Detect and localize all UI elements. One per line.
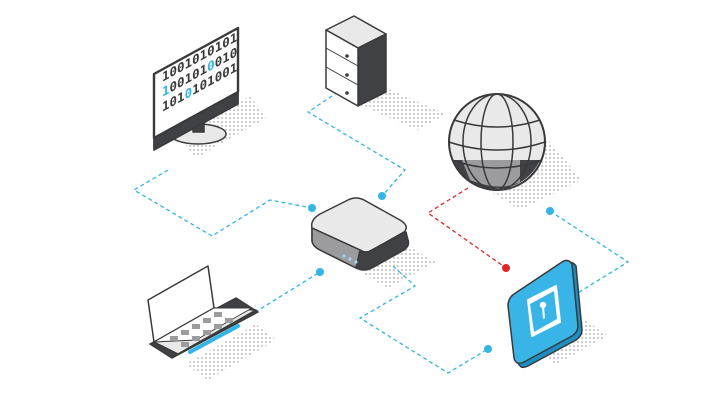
- binary-digit: 0: [230, 45, 238, 63]
- link-monitor-router: [132, 169, 313, 237]
- binary-digit: 0: [207, 58, 215, 76]
- binary-digit: 0: [170, 63, 178, 81]
- server-icon: [325, 15, 446, 130]
- laptop-icon: [147, 265, 276, 380]
- binary-digit: 0: [222, 64, 230, 82]
- link-laptop-router: [248, 271, 321, 317]
- router-icon: [310, 197, 436, 288]
- binary-digit: 0: [177, 74, 185, 92]
- link-globe-lock-red: [426, 187, 507, 269]
- binary-digit: 0: [222, 34, 230, 52]
- binary-digit: 0: [215, 54, 223, 72]
- link-node-dot: [378, 192, 386, 200]
- globe-icon: [448, 93, 582, 210]
- binary-digit: 0: [207, 43, 215, 61]
- binary-digit: 1: [200, 62, 208, 80]
- link-node-dot: [546, 207, 554, 215]
- binary-digit: 1: [222, 49, 230, 67]
- link-node-dot: [308, 204, 316, 212]
- binary-digit: 0: [192, 51, 200, 69]
- monitor-icon: 1001010101 1001010010 1010101001: [152, 26, 266, 158]
- binary-digit: 1: [185, 70, 193, 88]
- binary-digit: 0: [215, 69, 223, 87]
- binary-digit: 1: [200, 47, 208, 65]
- binary-digit: 0: [170, 93, 178, 111]
- binary-row-3: 1010101001: [162, 60, 237, 115]
- binary-digit: 0: [192, 66, 200, 84]
- link-server-router: [306, 91, 407, 197]
- binary-digit: 1: [162, 83, 170, 101]
- binary-row-1: 1001010101: [162, 30, 237, 85]
- binary-digit: 1: [230, 60, 238, 78]
- binary-digit: 1: [177, 89, 185, 107]
- link-router-lock: [358, 265, 489, 374]
- binary-row-2: 1001010010: [162, 45, 237, 100]
- binary-digit: 0: [170, 78, 178, 96]
- binary-digit: 0: [200, 77, 208, 95]
- binary-screen: 1001010101 1001010010 1010101001: [162, 26, 245, 116]
- binary-digit: 1: [185, 55, 193, 73]
- binary-digit: 1: [162, 68, 170, 86]
- binary-digit: 1: [207, 73, 215, 91]
- binary-digit: 0: [177, 59, 185, 77]
- link-node-dot-red: [502, 264, 510, 272]
- binary-digit: 0: [185, 85, 193, 103]
- binary-digit: 1: [230, 30, 238, 48]
- link-node-dot: [316, 268, 324, 276]
- binary-digit: 1: [192, 81, 200, 99]
- link-node-dot: [484, 345, 492, 353]
- binary-digit: 1: [162, 98, 170, 116]
- binary-digit: 1: [215, 39, 223, 57]
- link-globe-lock-blue: [549, 210, 630, 295]
- lock-app-icon: [507, 259, 608, 369]
